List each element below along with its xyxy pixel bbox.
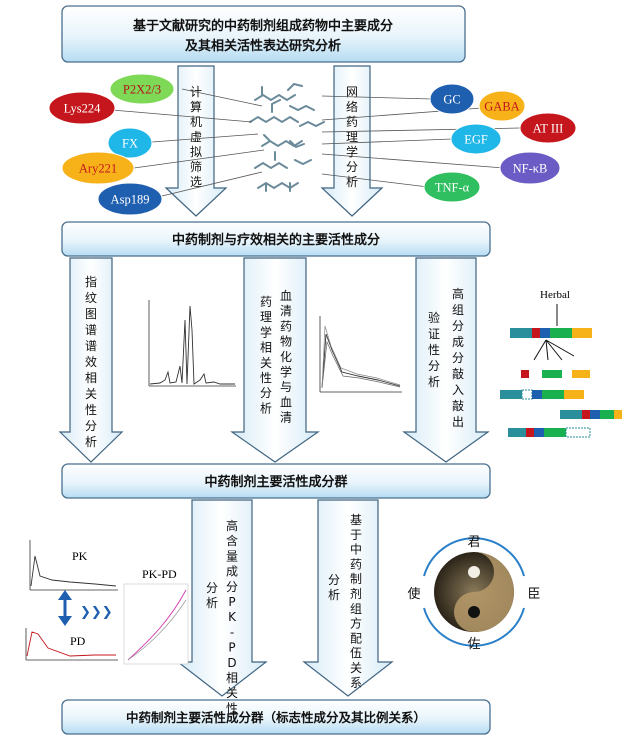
target-oval: TNF-α: [423, 171, 481, 203]
target-oval: EGF: [450, 123, 502, 155]
target-oval-label: P2X2/3: [123, 83, 161, 97]
target-oval-label: AT III: [533, 122, 564, 136]
target-oval-label: Lys224: [64, 102, 102, 116]
oval-connectors: [111, 88, 521, 197]
target-oval: GC: [429, 83, 475, 115]
arrow-fingerprint: [58, 257, 124, 463]
concentration-curve-image: [319, 316, 402, 393]
arrow-label-pkpd-col2: 分析: [206, 581, 218, 610]
yinyang-zuo: 佐: [467, 637, 480, 652]
arrow-label-serum-chem-col2: 药理学相关性分析: [260, 295, 272, 415]
target-ovals-right: GC GABA AT III EGF NF-κB TNF-α: [423, 83, 577, 203]
arrow-compatibility: [302, 499, 394, 697]
pd-label: PD: [70, 634, 86, 648]
target-oval: Lys224: [48, 91, 116, 125]
target-oval: AT III: [519, 112, 577, 144]
yinyang-chen: 臣: [527, 587, 540, 602]
molecule-structures-image: [249, 82, 325, 192]
svg-text:❯❯❯: ❯❯❯: [80, 605, 113, 620]
yinyang-jun: 君: [467, 535, 480, 550]
target-oval: Asp189: [97, 182, 163, 216]
target-oval-label: TNF-α: [435, 181, 470, 195]
box-marker-label: 中药制剂主要活性成分群（标志性成分及其比例关系）: [126, 710, 426, 725]
target-oval: P2X2/3: [109, 73, 175, 105]
arrow-serum-chemistry: [230, 257, 320, 463]
arrow-label-network-pharmacology: 网络药理学分析: [346, 85, 358, 189]
arrow-label-serum-chem-col1: 血清药物化学与血清: [280, 289, 292, 425]
target-oval: NF-κB: [499, 151, 561, 185]
target-oval-label: FX: [122, 137, 138, 151]
target-oval-label: NF-κB: [513, 162, 548, 176]
yin-yang-graphic: 君 臣 佐 使: [407, 535, 540, 652]
herbal-label: Herbal: [540, 289, 570, 301]
arrow-label-compat-col1: 基于中药制剂组方配伍关系: [350, 513, 362, 690]
target-oval-label: Asp189: [111, 193, 150, 207]
pk-pd-graphic: PK ❯❯❯ PD PK-PD: [25, 540, 189, 665]
target-oval-label: GABA: [484, 100, 519, 114]
box-title-line2: 及其相关活性表达研究分析: [185, 38, 341, 54]
chromatogram-image: [148, 300, 236, 387]
box-efficacy-label: 中药制剂与疗效相关的主要活性成分: [172, 232, 380, 248]
yinyang-shi: 使: [407, 586, 420, 602]
box-efficacy-components: 中药制剂与疗效相关的主要活性成分: [61, 221, 491, 257]
arrow-label-compat-col2: 分析: [328, 573, 340, 602]
arrow-pk-pd: [176, 499, 268, 697]
box-literature-study: 基于文献研究的中药制剂组成药物中主要成分 及其相关活性表达研究分析: [61, 5, 466, 63]
box-title-line1: 基于文献研究的中药制剂组成药物中主要成分: [132, 18, 393, 34]
arrow-label-virtual-screening: 计算机虚拟筛选: [190, 85, 202, 189]
arrow-network-pharmacology: [320, 65, 384, 217]
arrow-virtual-screening: [164, 65, 228, 217]
pk-label: PK: [72, 549, 88, 563]
arrow-label-knockout-col1: 高组分成分敲入敲出: [452, 286, 464, 429]
target-oval-label: GC: [443, 93, 460, 107]
target-oval: Ary221: [61, 151, 135, 185]
box-active-groups-label: 中药制剂主要活性成分群: [204, 474, 347, 490]
box-active-groups: 中药制剂主要活性成分群: [61, 463, 491, 499]
arrow-knock-in-out: [402, 257, 490, 463]
arrow-label-fingerprint: 指纹图谱谱效相关性分析: [85, 274, 97, 449]
target-oval-label: Ary221: [79, 162, 117, 176]
target-oval-label: EGF: [464, 133, 488, 147]
target-oval: GABA: [478, 90, 526, 122]
herbal-knockout-graphic: Herbal: [500, 289, 622, 438]
target-oval: FX: [107, 127, 153, 159]
arrow-label-knockout-col2: 验证性分析: [428, 310, 440, 389]
box-marker-components: 中药制剂主要活性成分群（标志性成分及其比例关系）: [61, 699, 491, 735]
pkpd-label: PK-PD: [142, 567, 177, 581]
